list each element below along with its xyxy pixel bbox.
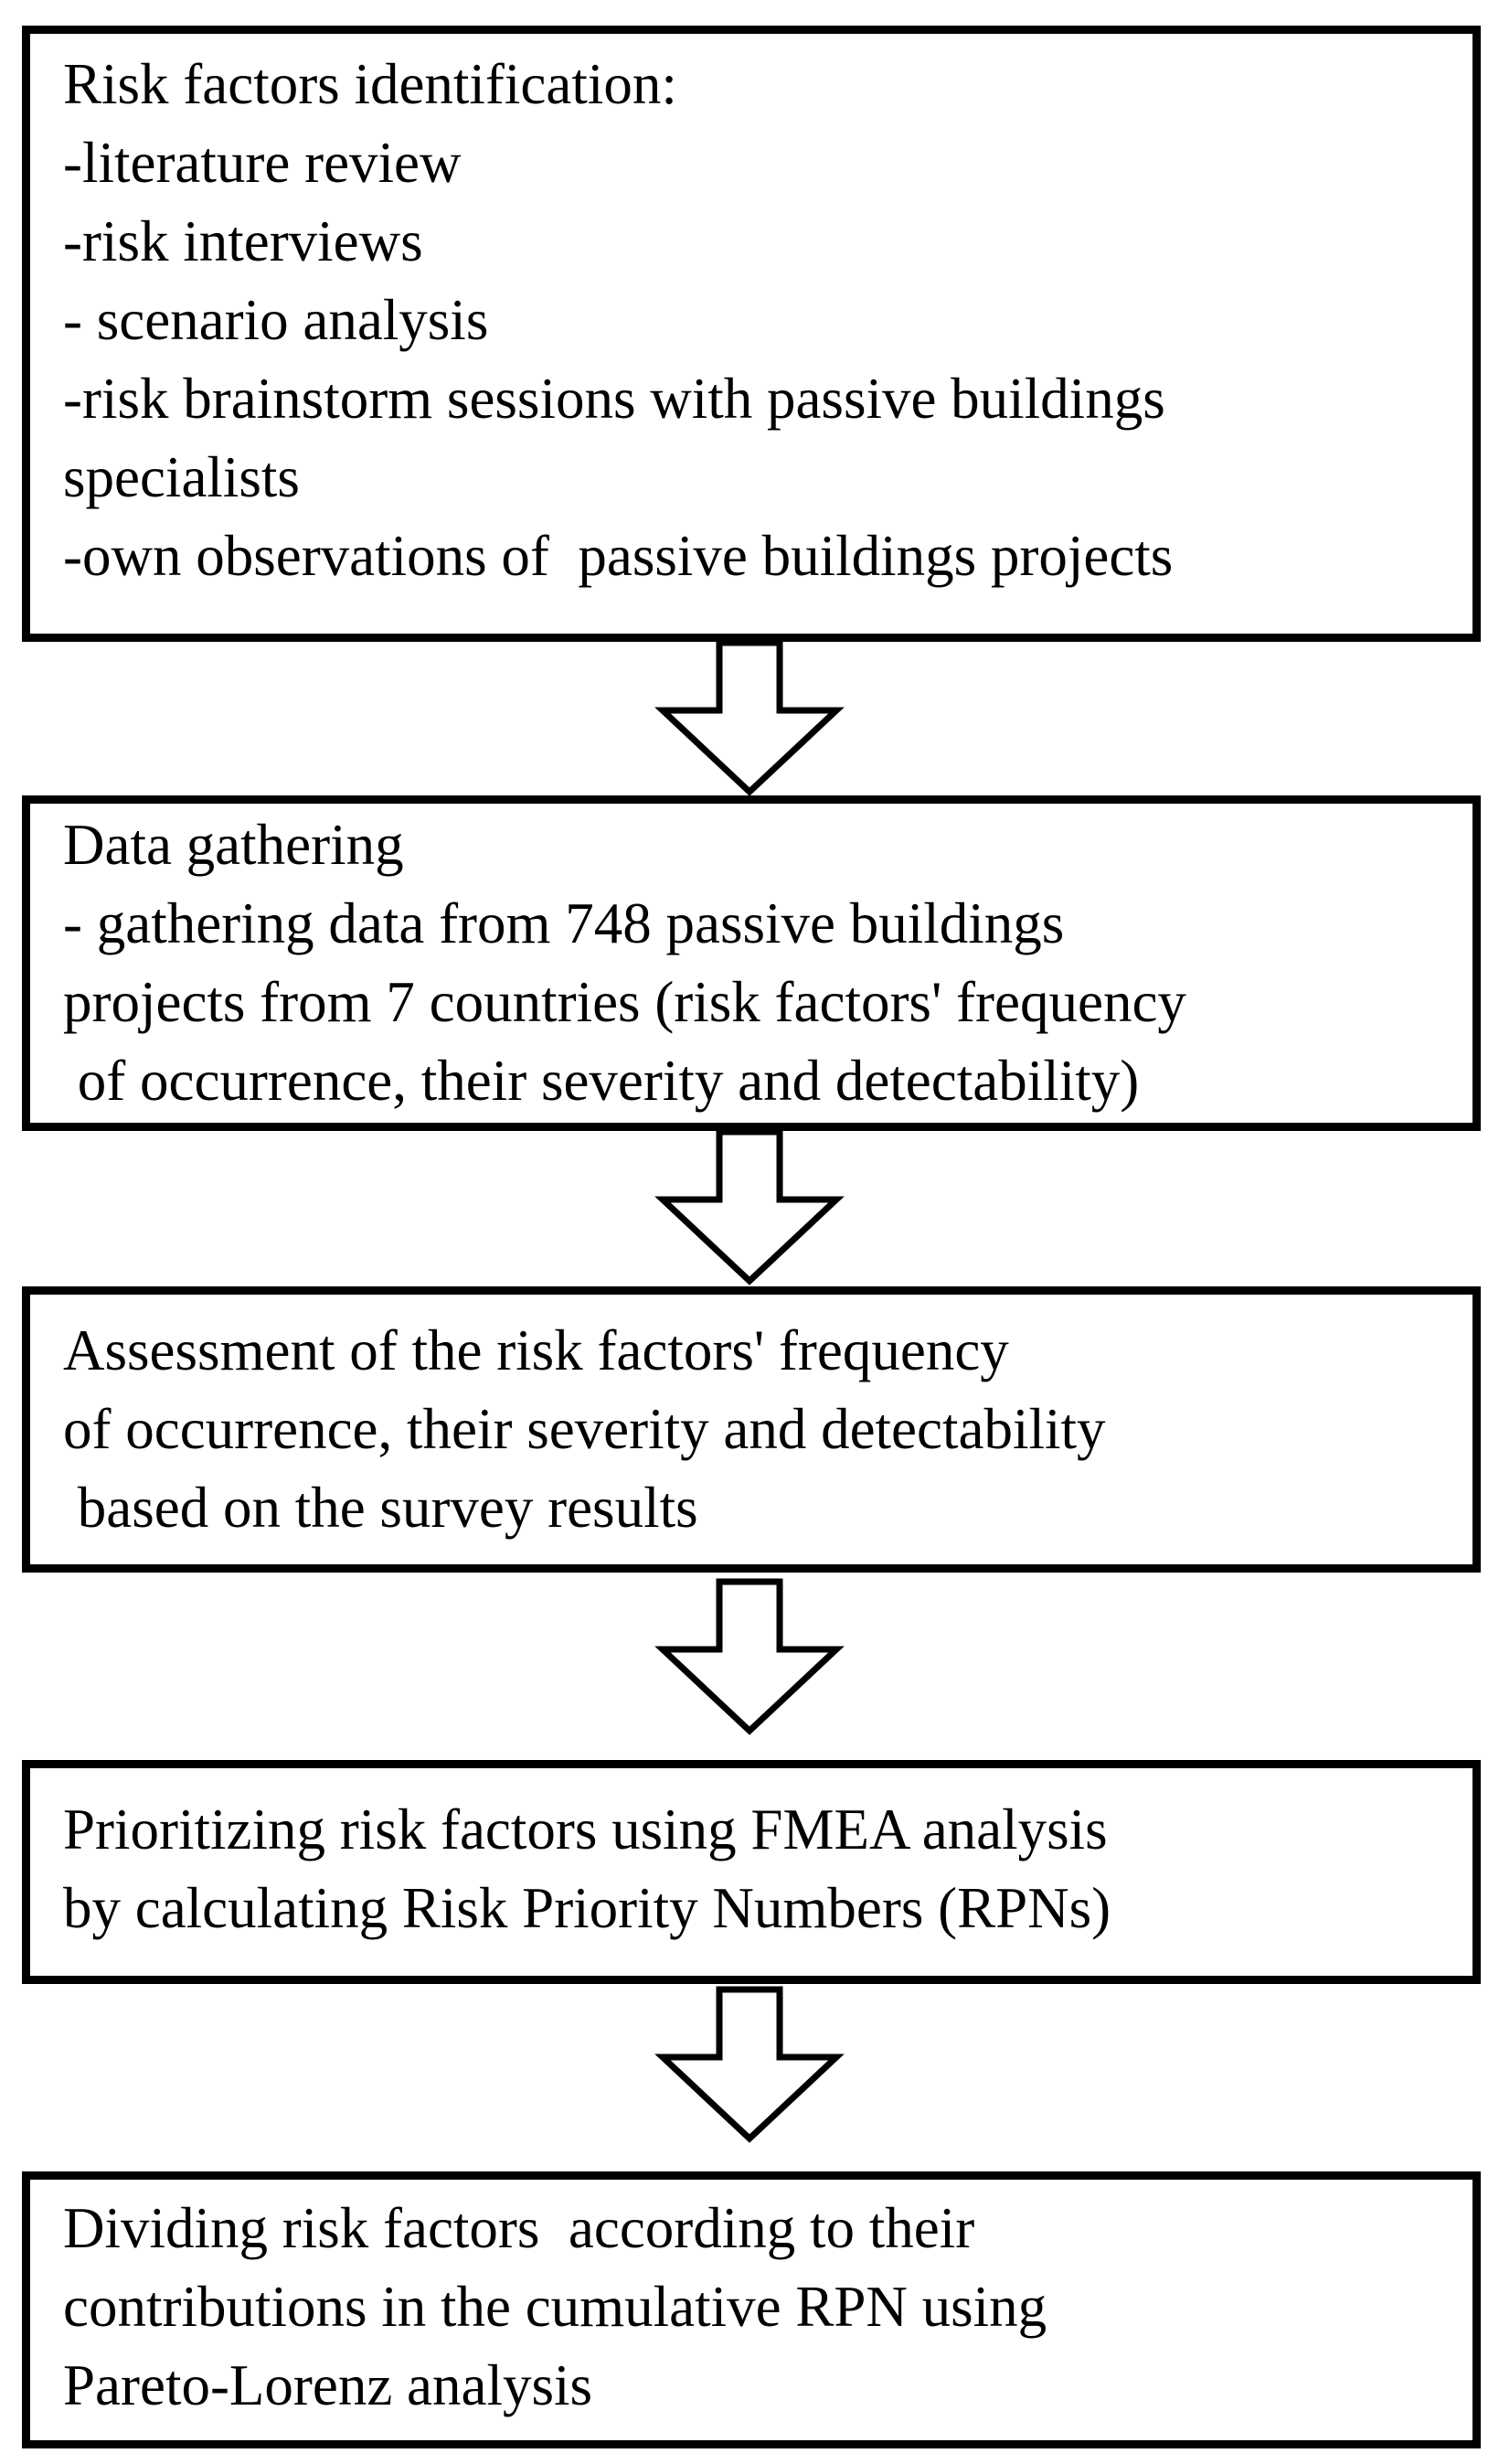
down-block-arrow-icon <box>654 639 845 796</box>
flow-box-pareto-lorenz-division-text: Dividing risk factors according to their… <box>63 2196 1047 2417</box>
flow-box-risk-factors-identification-text: Risk factors identification: -literature… <box>63 52 1174 588</box>
down-block-arrow-icon <box>654 1986 845 2143</box>
flow-box-fmea-prioritization: Prioritizing risk factors using FMEA ana… <box>22 1760 1481 1984</box>
flow-box-data-gathering-text: Data gathering - gathering data from 748… <box>63 813 1186 1113</box>
down-block-arrow-icon <box>654 1128 845 1285</box>
down-block-arrow-icon <box>654 1578 845 1735</box>
flow-box-pareto-lorenz-division: Dividing risk factors according to their… <box>22 2171 1481 2448</box>
flow-box-data-gathering: Data gathering - gathering data from 748… <box>22 795 1481 1131</box>
flow-box-fmea-prioritization-text: Prioritizing risk factors using FMEA ana… <box>63 1797 1111 1940</box>
flow-box-assessment-of-risk-factors: Assessment of the risk factors' frequenc… <box>22 1286 1481 1573</box>
flow-box-risk-factors-identification: Risk factors identification: -literature… <box>22 26 1481 642</box>
flow-box-assessment-of-risk-factors-text: Assessment of the risk factors' frequenc… <box>63 1318 1106 1540</box>
